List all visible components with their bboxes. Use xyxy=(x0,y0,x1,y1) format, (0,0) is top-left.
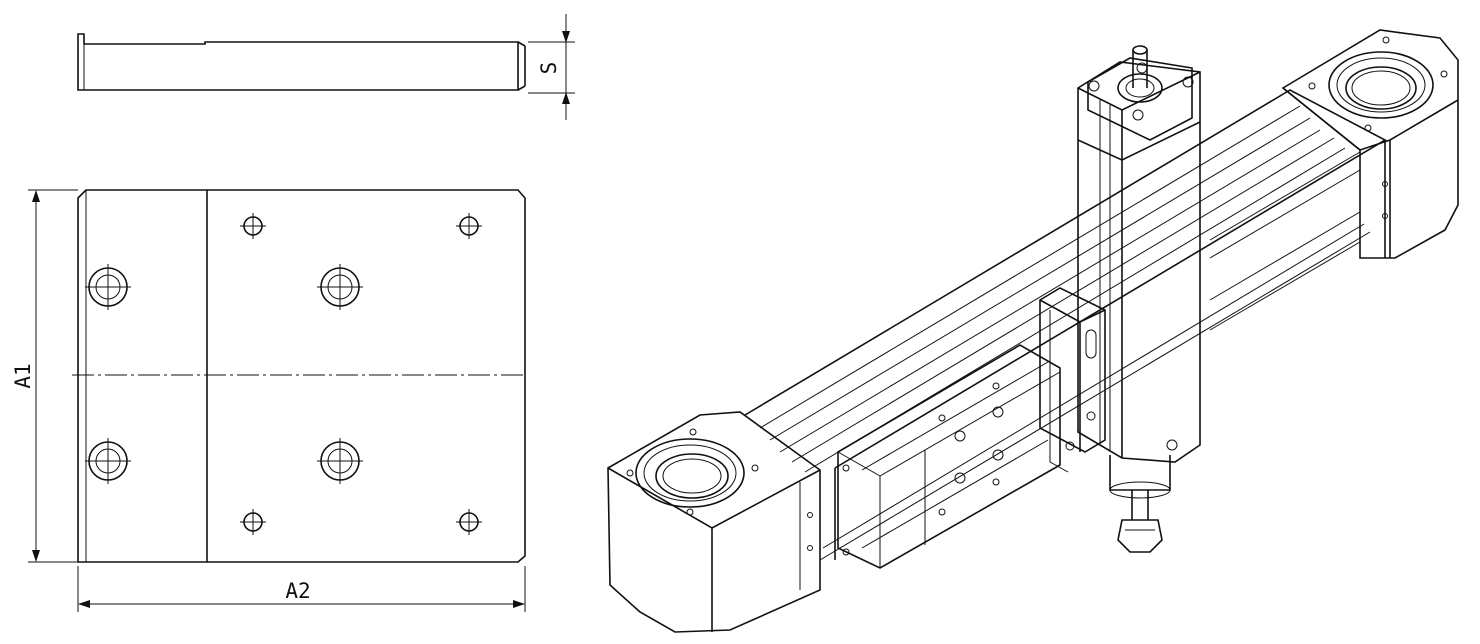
small-hole xyxy=(456,213,482,239)
width-dimension: A2 xyxy=(77,566,526,612)
small-hole xyxy=(240,509,266,535)
thickness-label: S xyxy=(537,62,561,75)
small-hole xyxy=(240,213,266,239)
axis-rail xyxy=(744,89,1387,561)
counterbore-hole xyxy=(317,438,363,484)
height-label: A1 xyxy=(11,363,35,388)
carriage xyxy=(837,344,1061,569)
counterbore-hole xyxy=(317,264,363,310)
linear-axis-assembly xyxy=(607,29,1459,633)
vertical-axis xyxy=(1077,45,1201,553)
thickness-dimension: S xyxy=(528,14,575,120)
end-cap-rear xyxy=(1281,29,1459,259)
clamp-bracket xyxy=(1039,287,1106,473)
counterbore-hole xyxy=(85,264,131,310)
counterbore-hole xyxy=(85,438,131,484)
height-dimension: A1 xyxy=(11,189,78,563)
plate-side-view xyxy=(77,33,526,91)
width-label: A2 xyxy=(285,579,310,603)
end-cap-front xyxy=(607,411,821,633)
plate-top-view xyxy=(72,189,526,563)
small-hole xyxy=(456,509,482,535)
